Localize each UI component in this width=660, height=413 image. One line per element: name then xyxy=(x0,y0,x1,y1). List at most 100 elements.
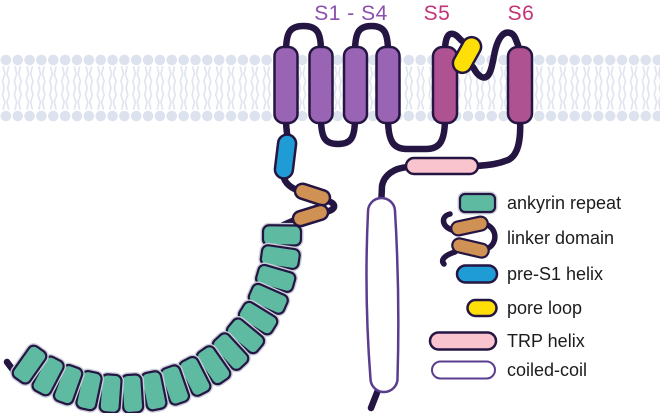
lipid-head xyxy=(462,110,474,122)
lipid-tail xyxy=(179,66,184,89)
lipid-head xyxy=(166,110,178,122)
lipid-tail xyxy=(96,87,101,110)
lipid-tail xyxy=(606,87,611,110)
lipid-tail xyxy=(463,87,468,110)
lipid-head xyxy=(533,110,545,122)
lipid-head xyxy=(474,110,486,122)
legend-label-pre-s1-helix: pre-S1 helix xyxy=(507,264,603,284)
lipid-tail xyxy=(594,66,599,89)
lipid-head xyxy=(119,54,130,66)
lipid-tail xyxy=(534,87,539,110)
lipid-tail xyxy=(160,87,165,110)
lipid-tail xyxy=(148,87,153,110)
lipid-head xyxy=(403,110,415,122)
lipid-tail xyxy=(155,66,160,89)
lipid-tail xyxy=(171,66,177,89)
legend-swatch-coiled-coil xyxy=(431,360,496,380)
lipid-tail xyxy=(487,87,492,110)
lipid-head xyxy=(48,54,59,66)
lipid-tail xyxy=(634,66,639,89)
pre-s1-helix xyxy=(273,133,298,180)
lipid-tail xyxy=(586,87,591,110)
helix-s2 xyxy=(308,45,334,125)
lipid-tail xyxy=(148,66,153,89)
lipid-tail xyxy=(574,66,579,89)
lipid-head xyxy=(225,110,237,122)
lipid-head xyxy=(107,110,118,122)
lipid-tail xyxy=(108,87,113,110)
lipid-tail xyxy=(136,66,141,89)
lipid-head xyxy=(0,110,12,122)
lipid-tail xyxy=(17,66,22,89)
lipid-head xyxy=(24,110,35,122)
label-s5: S5 xyxy=(424,2,451,25)
legend-label-ankyrin-repeat: ankyrin repeat xyxy=(507,193,621,213)
lipid-tail xyxy=(243,66,248,89)
lipid-tail xyxy=(408,87,414,110)
lipid-tail xyxy=(100,66,105,89)
lipid-tail xyxy=(53,87,58,110)
lipid-tail xyxy=(551,66,556,89)
lipid-tail xyxy=(598,66,603,89)
legend-label-pore-loop: pore loop xyxy=(507,298,582,318)
lipid-tail xyxy=(558,66,563,89)
lipid-tail xyxy=(195,66,200,89)
lipid-head xyxy=(213,54,225,66)
lipid-tail xyxy=(183,87,188,110)
legend-label-coiled-coil: coiled-coil xyxy=(507,360,587,380)
lipid-tail xyxy=(416,66,421,89)
lipid-tail xyxy=(89,87,94,110)
lipid-tail xyxy=(653,66,658,89)
lipid-tail xyxy=(563,66,568,89)
lipid-tail xyxy=(219,66,224,89)
lipid-head xyxy=(486,110,498,122)
lipid-head xyxy=(142,54,154,66)
lipid-head xyxy=(83,54,95,66)
lipid-head xyxy=(593,54,604,66)
lipid-tail xyxy=(558,87,563,110)
lipid-tail xyxy=(475,87,480,110)
lipid-tail xyxy=(1,66,6,89)
linker-domain-helix-2 xyxy=(291,203,330,228)
lipid-tail xyxy=(89,66,94,89)
lipid-tail xyxy=(610,87,615,110)
lipid-tail xyxy=(243,87,248,110)
lipid-tail xyxy=(534,66,539,89)
lipid-head xyxy=(142,110,154,122)
lipid-head xyxy=(130,54,142,66)
lipid-tail xyxy=(539,87,544,110)
lipid-tail xyxy=(37,66,42,89)
lipid-tail xyxy=(563,87,568,110)
lipid-tail xyxy=(231,66,236,89)
lipid-tail xyxy=(266,66,271,89)
lipid-tail xyxy=(120,66,125,89)
lipid-tail xyxy=(214,66,220,89)
lipid-tail xyxy=(503,87,508,110)
lipid-tail xyxy=(369,66,374,89)
lipid-tail xyxy=(617,66,622,89)
lipid-tail xyxy=(155,87,160,110)
lipid-head xyxy=(178,110,189,122)
lipid-tail xyxy=(207,87,212,110)
lipid-tail xyxy=(404,66,409,89)
lipid-head xyxy=(107,54,118,66)
lipid-tail xyxy=(570,66,575,89)
lipid-tail xyxy=(238,87,243,110)
lipid-head xyxy=(59,110,71,122)
lipid-head xyxy=(296,54,308,66)
lipid-tail xyxy=(598,87,603,110)
lipid-tail xyxy=(29,87,34,110)
lipid-head xyxy=(36,54,47,66)
lipid-tail xyxy=(77,66,82,89)
lipid-head xyxy=(71,54,83,66)
lipid-tail xyxy=(219,87,224,110)
lipid-tail xyxy=(37,87,42,110)
lipid-head xyxy=(95,110,106,122)
lipid-tail xyxy=(645,87,651,110)
lipid-head xyxy=(71,110,83,122)
lipid-tail xyxy=(29,66,34,89)
lipid-tail xyxy=(41,66,46,89)
lipid-tail xyxy=(203,87,208,110)
lipid-tail xyxy=(582,66,587,89)
lipid-tail xyxy=(203,66,208,89)
